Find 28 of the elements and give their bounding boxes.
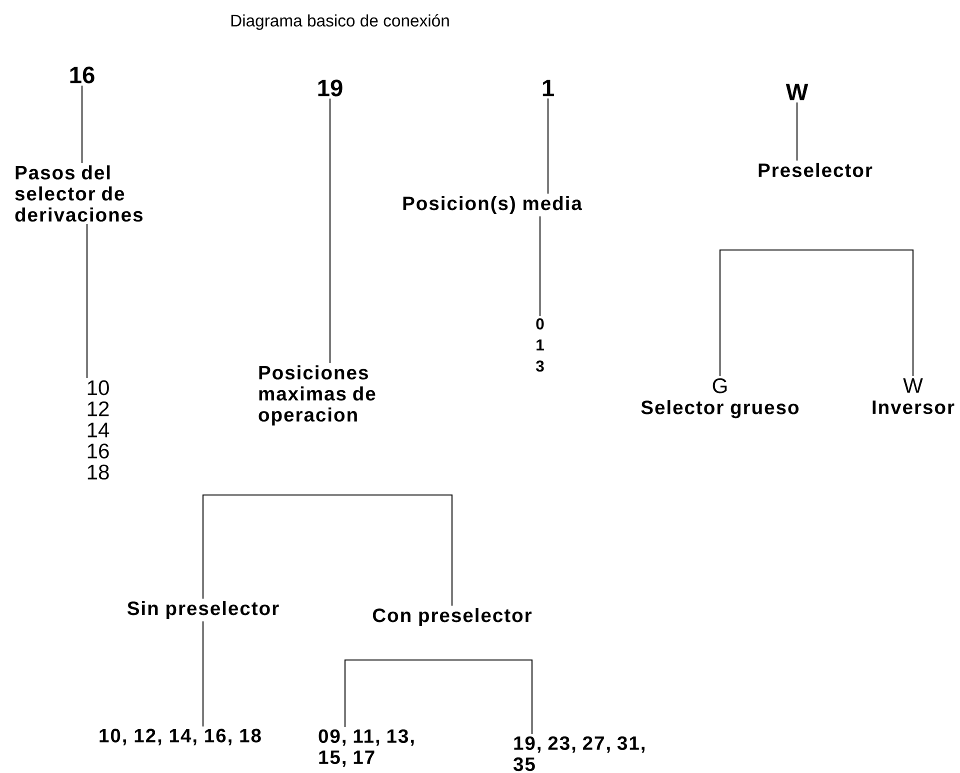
label-text: Pasos del selector de derivaciones <box>15 165 142 222</box>
label-text: 19 <box>318 80 342 96</box>
label-text: Sin preselector <box>127 601 279 619</box>
label-text: 09, 11, 13, 15, 17 <box>318 729 414 767</box>
label-text: Preselector <box>758 162 872 178</box>
title: Diagrama basico de conexión <box>231 14 449 30</box>
label-text: 16 <box>70 66 94 84</box>
connector-line <box>539 216 541 316</box>
label-text: Posicion(s) media <box>403 196 582 214</box>
connector-line <box>796 102 798 161</box>
connector-line <box>547 98 549 194</box>
connector-line <box>202 621 204 726</box>
connector-line <box>719 249 914 376</box>
connector-line <box>81 86 83 163</box>
connector-line <box>329 98 331 363</box>
connector-line <box>86 224 88 378</box>
connector-line <box>344 659 533 734</box>
label-text: 10 12 14 16 18 <box>88 380 110 480</box>
label-text: 1 <box>542 80 554 96</box>
label-text: W <box>786 84 808 100</box>
label-text: 0 1 3 <box>536 318 544 372</box>
connector-line <box>202 494 453 606</box>
label-text: Posiciones maximas de operacion <box>258 365 376 426</box>
label-text: Con preselector <box>372 608 532 626</box>
label-text: 10, 12, 14, 16, 18 <box>100 728 261 746</box>
label-text: W Inversor <box>872 378 954 414</box>
label-text: G Selector grueso <box>641 378 799 418</box>
label-text: 19, 23, 27, 31, 35 <box>513 736 644 772</box>
